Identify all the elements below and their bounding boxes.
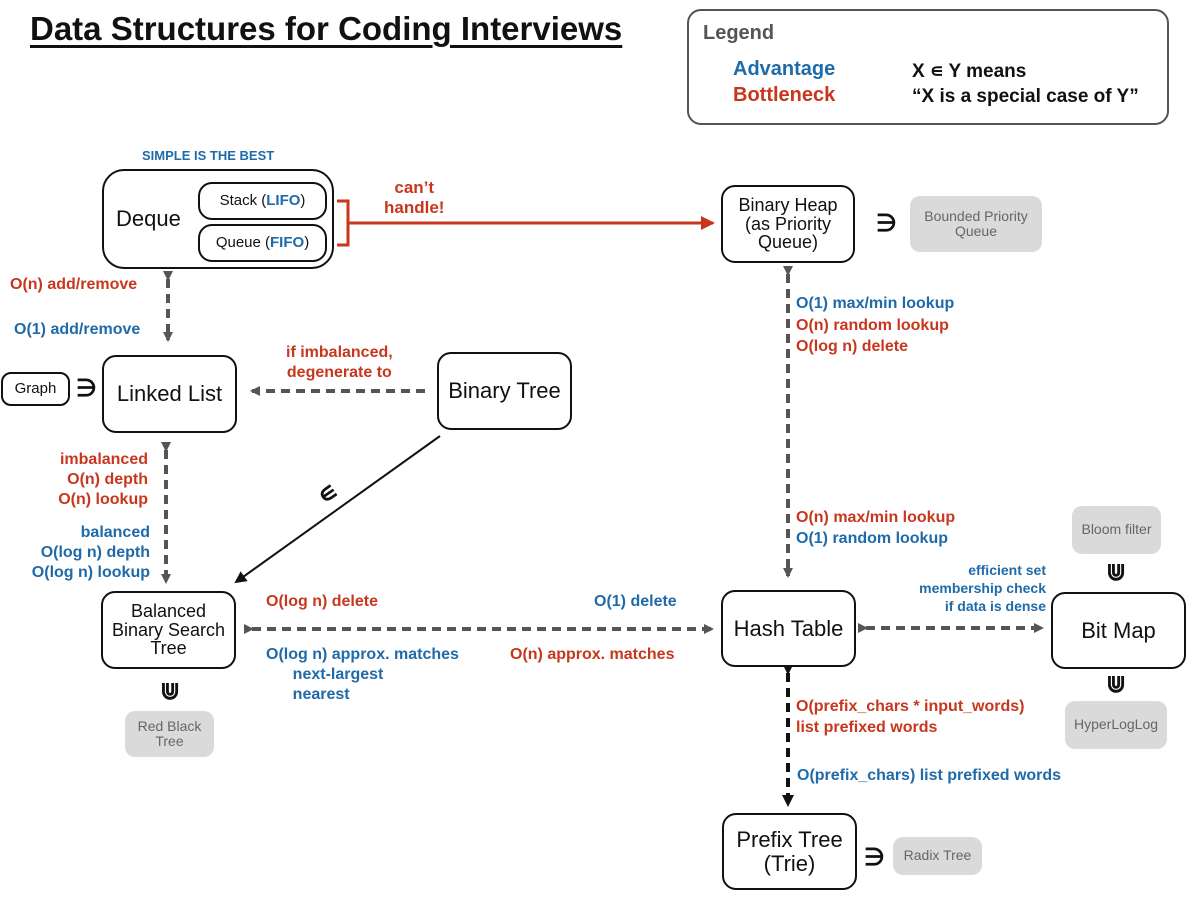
deque-caption: SIMPLE IS THE BEST — [142, 148, 275, 163]
queue-suffix: ) — [304, 234, 310, 252]
legend-relation-line2: “X is a special case of Y” — [912, 86, 1139, 107]
balanced-bst-node: Balanced Binary Search Tree — [101, 591, 236, 669]
page-title: Data Structures for Coding Interviews — [30, 10, 623, 47]
bst-superset-symbol: ⋓ — [160, 678, 181, 705]
heap-max-min-advantage: O(1) max/min lookup — [796, 295, 955, 312]
deque-label: Deque — [116, 206, 181, 232]
heap-contains-symbol: ∋ — [876, 210, 897, 237]
stack-suffix: ) — [300, 192, 306, 210]
heap-delete-bottleneck: O(log n) delete — [796, 338, 908, 355]
binarytree-bst-arrow — [234, 435, 441, 584]
bitmap-superset-bottom-symbol: ⋓ — [1106, 671, 1127, 698]
bitmap-superset-top-symbol: ⋓ — [1106, 559, 1127, 586]
hash-random-advantage: O(1) random lookup — [796, 530, 948, 547]
bst-hash-left-advantage: O(log n) approx. matches next-largest ne… — [266, 646, 459, 703]
stack-node: Stack (LIFO) — [198, 182, 327, 220]
stack-key: LIFO — [266, 192, 301, 210]
binary-heap-node: Binary Heap (as Priority Queue) — [721, 185, 855, 263]
hash-max-min-bottleneck: O(n) max/min lookup — [796, 509, 956, 526]
linked-list-node: Linked List — [102, 355, 237, 433]
trie-advantage: O(prefix_chars) list prefixed words — [797, 767, 1062, 784]
red-black-tree-node: Red Black Tree — [125, 711, 214, 757]
prefix-tree-node: Prefix Tree (Trie) — [722, 813, 857, 890]
legend-bottleneck: Bottleneck — [733, 84, 836, 106]
legend-box — [687, 9, 1169, 125]
bit-map-node: Bit Map — [1051, 592, 1186, 669]
bst-hash-right-bottleneck: O(n) approx. matches — [510, 646, 675, 663]
ll-bst-bottleneck: imbalanced O(n) depth O(n) lookup — [58, 451, 148, 508]
trie-bottleneck: O(prefix_chars * input_words) list prefi… — [796, 698, 1025, 736]
bst-hash-right-advantage: O(1) delete — [594, 593, 677, 610]
ll-bst-advantage: balanced O(log n) depth O(log n) lookup — [31, 524, 150, 581]
radix-tree-node: Radix Tree — [893, 837, 982, 875]
binary-tree-node: Binary Tree — [437, 352, 572, 430]
stack-queue-bracket — [337, 199, 350, 247]
bt-ll-label: if imbalanced, degenerate to — [286, 344, 393, 381]
queue-node: Queue (FIFO) — [198, 224, 327, 262]
deque-ll-advantage: O(1) add/remove — [14, 321, 141, 338]
graph-node: Graph — [1, 372, 70, 406]
bloom-filter-node: Bloom filter — [1072, 506, 1161, 554]
bitmap-advantage: efficient set membership check if data i… — [919, 562, 1046, 614]
hyperloglog-node: HyperLogLog — [1065, 701, 1167, 749]
hash-table-node: Hash Table — [721, 590, 856, 667]
deque-ll-bottleneck: O(n) add/remove — [10, 276, 138, 293]
bst-hash-left-bottleneck: O(log n) delete — [266, 593, 378, 610]
queue-key: FIFO — [270, 234, 305, 252]
legend-advantage: Advantage — [733, 58, 836, 80]
stack-label: Stack ( — [219, 192, 267, 210]
trie-contains-symbol: ∋ — [864, 844, 885, 871]
bounded-priority-queue-node: Bounded Priority Queue — [910, 196, 1042, 252]
legend-heading: Legend — [703, 22, 775, 44]
legend-relation-line1: X ∊ Y means — [912, 61, 1027, 82]
heap-random-bottleneck: O(n) random lookup — [796, 317, 949, 334]
cant-handle-label: can’t handle! — [384, 178, 445, 217]
linkedlist-contains-symbol: ∋ — [76, 375, 97, 402]
queue-label: Queue ( — [215, 234, 271, 252]
